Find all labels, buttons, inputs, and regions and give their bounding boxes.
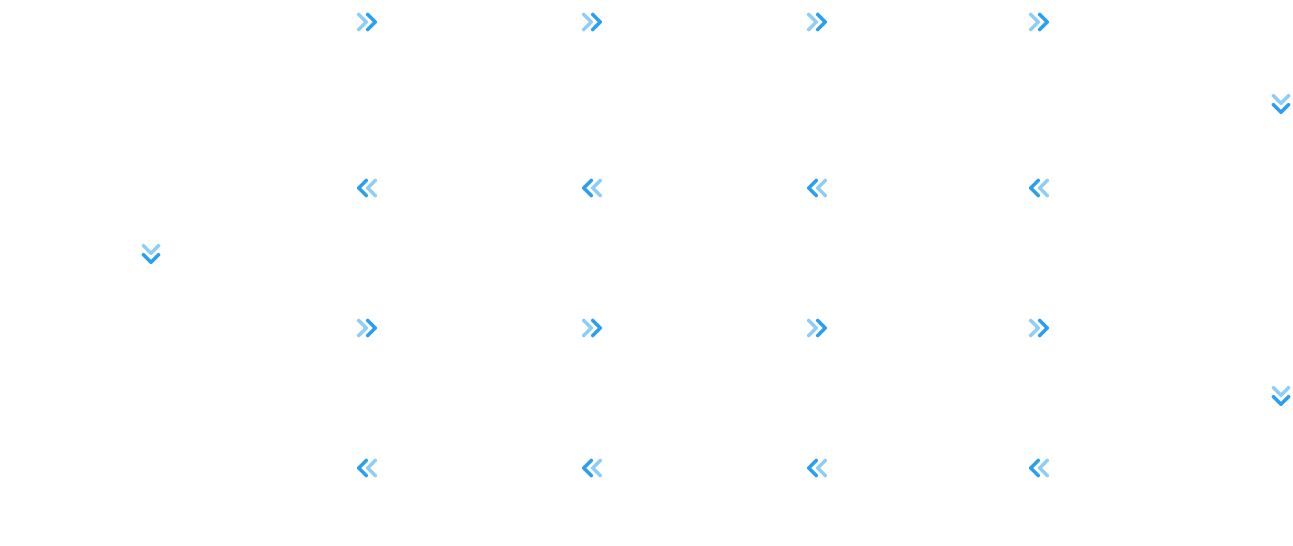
double-chevron-left-icon-row-2-1 xyxy=(356,178,378,198)
chevron-leading xyxy=(1037,12,1050,32)
chevron-trailing xyxy=(581,12,594,32)
chevron-leading xyxy=(590,318,603,338)
chevron-trailing xyxy=(141,243,161,256)
chevron-leading xyxy=(806,458,819,478)
chevron-trailing xyxy=(365,458,378,478)
chevron-leading xyxy=(581,458,594,478)
chevron-trailing xyxy=(356,318,369,338)
chevron-trailing xyxy=(356,12,369,32)
chevron-trailing xyxy=(806,318,819,338)
double-chevron-left-icon-row-2-3 xyxy=(806,178,828,198)
chevron-trailing xyxy=(581,318,594,338)
double-chevron-left-icon-row-2-2 xyxy=(581,178,603,198)
chevron-trailing xyxy=(815,178,828,198)
double-chevron-left-icon-row-4-2 xyxy=(581,458,603,478)
chevron-leading xyxy=(815,318,828,338)
chevron-leading xyxy=(141,252,161,265)
chevron-trailing xyxy=(1271,93,1291,106)
double-chevron-right-icon-row-1-1 xyxy=(356,12,378,32)
chevron-leading xyxy=(1028,178,1041,198)
double-chevron-down-icon-turn-2 xyxy=(141,243,161,265)
double-chevron-down-icon-turn-1 xyxy=(1271,93,1291,115)
chevron-trailing xyxy=(815,458,828,478)
chevron-leading xyxy=(806,178,819,198)
double-chevron-left-icon-row-4-4 xyxy=(1028,458,1050,478)
double-chevron-right-icon-row-3-3 xyxy=(806,318,828,338)
chevron-trailing xyxy=(1037,458,1050,478)
chevron-leading xyxy=(1271,102,1291,115)
chevron-leading xyxy=(581,178,594,198)
double-chevron-right-icon-row-3-4 xyxy=(1028,318,1050,338)
chevron-leading xyxy=(1028,458,1041,478)
double-chevron-right-icon-row-1-4 xyxy=(1028,12,1050,32)
double-chevron-left-icon-row-2-4 xyxy=(1028,178,1050,198)
chevron-trailing xyxy=(806,12,819,32)
chevron-leading xyxy=(1037,318,1050,338)
chevron-leading xyxy=(815,12,828,32)
chevron-trailing xyxy=(1028,12,1041,32)
double-chevron-right-icon-row-3-1 xyxy=(356,318,378,338)
double-chevron-right-icon-row-1-2 xyxy=(581,12,603,32)
chevron-trailing xyxy=(590,458,603,478)
chevron-leading xyxy=(1271,394,1291,407)
chevron-trailing xyxy=(590,178,603,198)
double-chevron-right-icon-row-3-2 xyxy=(581,318,603,338)
chevron-trailing xyxy=(1271,385,1291,398)
chevron-leading xyxy=(590,12,603,32)
chevron-leading xyxy=(356,178,369,198)
chevron-leading xyxy=(365,12,378,32)
chevron-leading xyxy=(356,458,369,478)
double-chevron-left-icon-row-4-3 xyxy=(806,458,828,478)
chevron-leading xyxy=(365,318,378,338)
chevron-trailing xyxy=(1037,178,1050,198)
double-chevron-left-icon-row-4-1 xyxy=(356,458,378,478)
double-chevron-right-icon-row-1-3 xyxy=(806,12,828,32)
chevron-trailing xyxy=(365,178,378,198)
double-chevron-down-icon-turn-3 xyxy=(1271,385,1291,407)
chevron-trailing xyxy=(1028,318,1041,338)
